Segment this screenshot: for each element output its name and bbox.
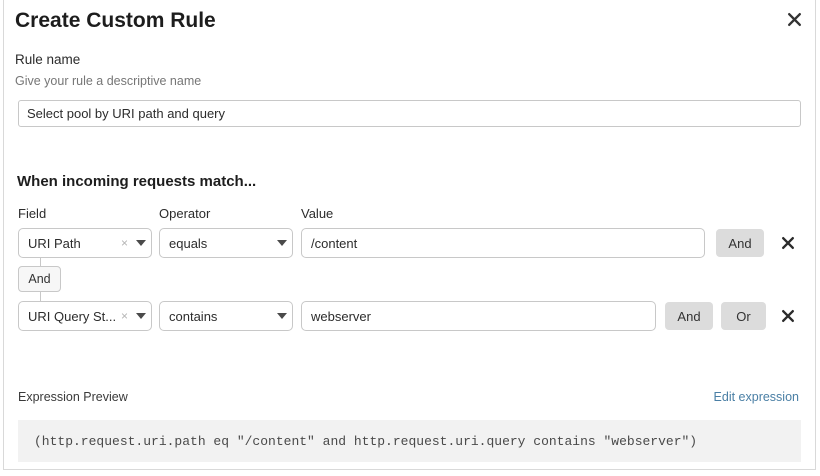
value-input-0[interactable] (301, 228, 705, 258)
field-select-value-0: URI Path (28, 235, 81, 251)
chevron-down-icon-operator-0[interactable] (272, 240, 292, 246)
add-and-condition-button-1[interactable]: And (665, 302, 713, 330)
match-section-heading: When incoming requests match... (17, 173, 257, 190)
operator-select-1[interactable]: contains (159, 301, 293, 331)
chevron-down-icon-1[interactable] (131, 313, 151, 319)
condition-row: URI Query St... × contains And Or (4, 301, 815, 331)
edit-expression-link[interactable]: Edit expression (713, 390, 799, 404)
group-connector-and-button[interactable]: And (18, 266, 61, 292)
operator-select-value-0: equals (169, 235, 208, 251)
value-input-1[interactable] (301, 301, 656, 331)
rule-name-help-text: Give your rule a descriptive name (15, 74, 202, 88)
clear-field-icon-0[interactable]: × (120, 236, 128, 250)
field-select-0[interactable]: URI Path × (18, 228, 152, 258)
add-and-condition-button-0[interactable]: And (716, 229, 764, 257)
condition-row: URI Path × equals And (4, 228, 815, 258)
clear-field-icon-1[interactable]: × (120, 309, 128, 323)
column-header-field: Field (18, 206, 47, 221)
rule-name-label: Rule name (15, 52, 81, 67)
delete-condition-icon-0[interactable] (778, 231, 798, 255)
expression-preview-code: (http.request.uri.path eq "/content" and… (34, 433, 698, 449)
connector-line-top (40, 258, 41, 267)
chevron-down-icon-0[interactable] (131, 240, 151, 246)
operator-select-value-1: contains (169, 308, 218, 324)
close-icon[interactable] (782, 7, 806, 31)
column-header-operator: Operator (159, 206, 211, 221)
field-select-value-1: URI Query St... (28, 308, 117, 324)
rule-name-input[interactable] (18, 100, 801, 127)
connector-line-bottom (40, 292, 41, 301)
chevron-down-icon-operator-1[interactable] (272, 313, 292, 319)
expression-preview-label: Expression Preview (18, 390, 128, 404)
delete-condition-icon-1[interactable] (778, 304, 798, 328)
dialog-title: Create Custom Rule (15, 9, 216, 32)
expression-preview-box: (http.request.uri.path eq "/content" and… (18, 420, 801, 462)
field-select-1[interactable]: URI Query St... × (18, 301, 152, 331)
column-header-value: Value (301, 206, 334, 221)
add-or-condition-button-1[interactable]: Or (721, 302, 766, 330)
operator-select-0[interactable]: equals (159, 228, 293, 258)
create-custom-rule-dialog: Create Custom Rule Rule name Give your r… (3, 0, 816, 470)
